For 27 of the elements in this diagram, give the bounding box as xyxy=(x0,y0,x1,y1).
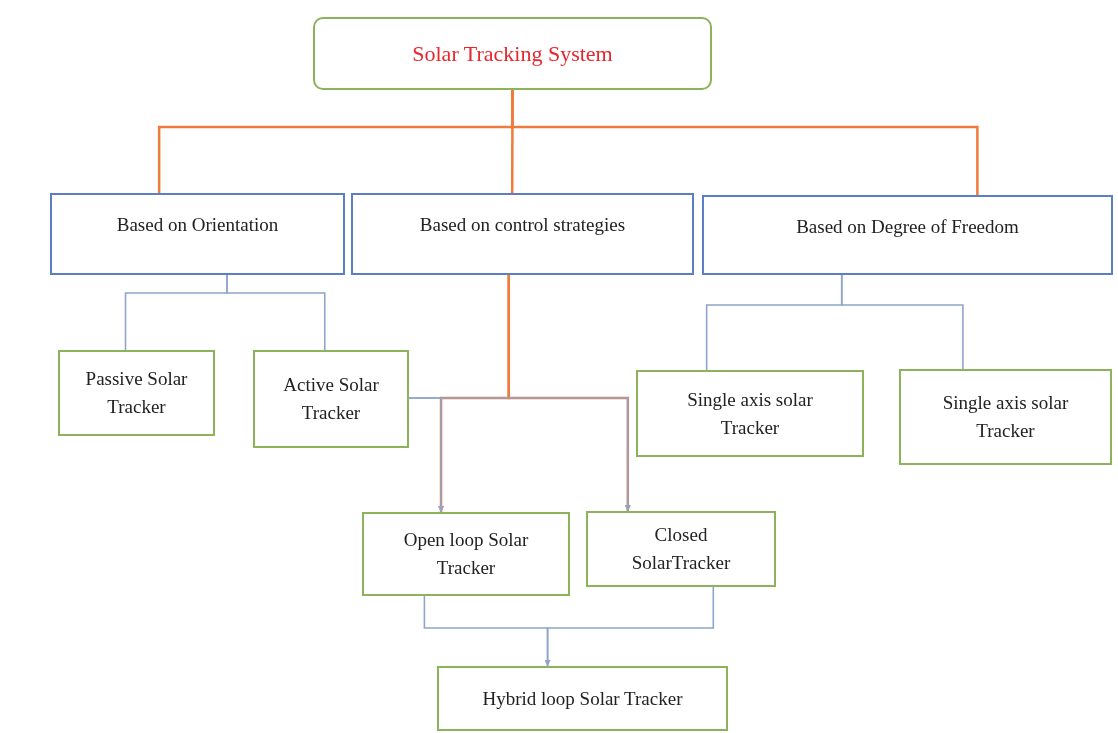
category-box xyxy=(702,195,1113,275)
node-label: Single axis solar Tracker xyxy=(941,391,1070,443)
tracker-box xyxy=(636,370,864,457)
node-label: Passive Solar Tracker xyxy=(84,367,189,419)
title-text: Solar Tracking System xyxy=(412,39,613,68)
arrow xyxy=(408,397,631,512)
node-label: Open loop Solar Tracker xyxy=(402,528,530,580)
tracker-box xyxy=(899,369,1112,465)
node-label: Based on Degree of Freedom xyxy=(796,215,1019,239)
tracker-box xyxy=(253,350,409,448)
category-box xyxy=(351,193,694,275)
node-label: Based on control strategies xyxy=(419,213,626,237)
node-label: Based on Orientation xyxy=(116,213,279,237)
connector-line xyxy=(840,274,964,370)
connector-line xyxy=(226,274,326,351)
title-box xyxy=(313,17,712,90)
connector-line xyxy=(511,90,979,195)
node-label: Single axis solar Tracker xyxy=(686,387,814,440)
node-label: Hybrid loop Solar Tracker xyxy=(482,686,683,711)
tracker-box xyxy=(362,512,570,596)
category-box xyxy=(50,193,345,275)
tracker-box xyxy=(586,511,776,587)
node-label: Active Solar Tracker xyxy=(282,373,380,425)
arrow xyxy=(544,586,715,667)
tracker-box xyxy=(437,666,728,731)
node-label: Closed SolarTracker xyxy=(630,523,732,575)
tracker-box xyxy=(58,350,215,436)
